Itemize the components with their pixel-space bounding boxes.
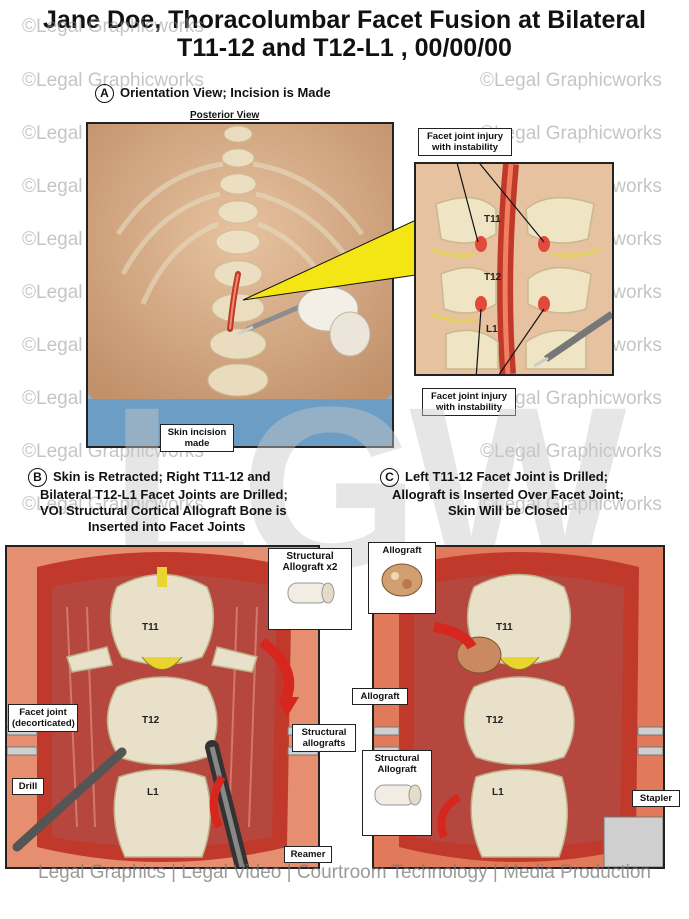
callout-facet-injury-bottom: Facet joint injury with instability bbox=[422, 388, 516, 416]
panel-a-heading-text: Orientation View; Incision is Made bbox=[120, 84, 331, 100]
panel-c-label-t12: T12 bbox=[486, 715, 504, 726]
panel-b-heading-line3: VOI Structural Cortical Allograft Bone i… bbox=[40, 503, 287, 518]
callout-reamer: Reamer bbox=[284, 846, 332, 863]
panel-c-heading: C Left T11-12 Facet Joint is Drilled; All… bbox=[380, 468, 670, 519]
panel-b-heading-line1: Skin is Retracted; Right T11-12 and bbox=[53, 468, 271, 484]
panel-a-heading: A Orientation View; Incision is Made bbox=[95, 84, 331, 103]
panel-b-heading: B Skin is Retracted; Right T11-12 and Bil… bbox=[28, 468, 348, 535]
callout-structural-allograft: Structural Allograft bbox=[362, 750, 432, 836]
callout-skin-incision: Skin incision made bbox=[160, 424, 234, 452]
inset-spine-illustration bbox=[416, 164, 612, 374]
allograft-chips-icon bbox=[381, 563, 423, 597]
panel-a-subheading: Posterior View bbox=[190, 110, 260, 121]
panel-c-heading-line1: Left T11-12 Facet Joint is Drilled; bbox=[405, 468, 608, 484]
callout-stapler: Stapler bbox=[632, 790, 680, 807]
callout-structural-allograft-x2: Structural Allograft x2 bbox=[268, 548, 352, 630]
panel-c-heading-line3: Skin Will be Closed bbox=[448, 503, 568, 518]
panel-b-letter: B bbox=[28, 468, 47, 487]
panel-c-label-l1: L1 bbox=[492, 787, 504, 798]
callout-structural-allografts: Structural allografts bbox=[292, 724, 356, 752]
panel-a-letter: A bbox=[95, 84, 114, 103]
panel-c-label-t11: T11 bbox=[496, 622, 513, 633]
callout-allograft-top-text: Allograft bbox=[382, 545, 422, 556]
panel-c-illustration bbox=[374, 547, 663, 867]
watermark: ©Legal Graphicworks bbox=[480, 441, 662, 462]
footer-services: Legal Graphics | Legal Video | Courtroom… bbox=[38, 862, 651, 883]
callout-allograft-top: Allograft bbox=[368, 542, 436, 614]
inset-label-t12: T12 bbox=[484, 272, 502, 283]
callout-facet-injury-top: Facet joint injury with instability bbox=[418, 128, 512, 156]
panel-c-letter: C bbox=[380, 468, 399, 487]
panel-a-back-view bbox=[86, 122, 394, 448]
callout-structural-allograft-x2-text: Structural Allograft x2 bbox=[282, 551, 338, 573]
panel-b-label-t12: T12 bbox=[142, 715, 160, 726]
panel-b-heading-line4: Inserted into Facet Joints bbox=[88, 519, 246, 534]
page-title-line2: T11-12 and T12-L1 , 00/00/00 bbox=[177, 34, 512, 62]
callout-facet-decorticated: Facet joint (decorticated) bbox=[8, 704, 78, 732]
callout-structural-allograft-text: Structural Allograft bbox=[374, 753, 420, 775]
panel-c-heading-line2: Allograft is Inserted Over Facet Joint; bbox=[392, 487, 624, 502]
inset-label-l1: L1 bbox=[486, 324, 498, 335]
panel-b-illustration bbox=[7, 547, 318, 867]
panel-a-inset: T11 T12 L1 bbox=[414, 162, 614, 376]
callout-allograft-mid: Allograft bbox=[352, 688, 408, 705]
page-title-line1: Jane Doe, Thoracolumbar Facet Fusion at … bbox=[43, 6, 646, 34]
panel-b-heading-line2: Bilateral T12-L1 Facet Joints are Drille… bbox=[40, 487, 288, 502]
callout-drill: Drill bbox=[12, 778, 44, 795]
panel-b-label-l1: L1 bbox=[147, 787, 159, 798]
watermark: ©Legal Graphicworks bbox=[480, 70, 662, 91]
allograft-cylinder-icon bbox=[374, 784, 422, 806]
allograft-cylinder-icon bbox=[287, 582, 335, 604]
inset-label-t11: T11 bbox=[484, 214, 501, 225]
back-illustration bbox=[88, 124, 392, 446]
panel-b-label-t11: T11 bbox=[142, 622, 159, 633]
